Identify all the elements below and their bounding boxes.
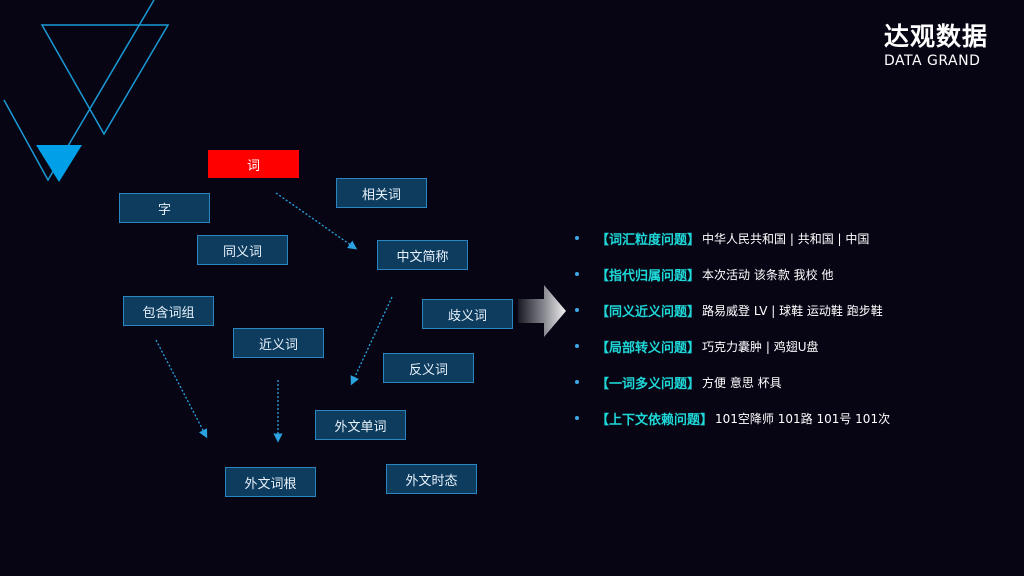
- list-item: 【同义近义问题】 路易威登 LV | 球鞋 运动鞋 跑步鞋: [566, 292, 890, 328]
- node-foreign-tense: 外文时态: [386, 464, 477, 494]
- node-near-synonyms: 近义词: [233, 328, 324, 358]
- node-chinese-abbreviation: 中文简称: [377, 240, 468, 270]
- node-ambiguous-words: 歧义词: [422, 299, 513, 329]
- brand-logo-en: DATA GRAND: [884, 53, 981, 69]
- big-right-arrow: [518, 285, 566, 337]
- arrow-phrase-to-root: [155, 339, 208, 439]
- node-foreign-words: 外文单词: [315, 410, 406, 440]
- problem-title: 【词汇粒度问题】: [596, 232, 701, 248]
- list-item: 【局部转义问题】 巧克力囊肿 | 鸡翅U盘: [566, 328, 890, 364]
- problem-example: 方便 意思 杯具: [702, 375, 782, 390]
- problem-title: 【指代归属问题】: [596, 268, 701, 284]
- list-item: 【一词多义问题】 方便 意思 杯具: [566, 364, 890, 400]
- node-word: 词: [208, 150, 299, 178]
- brand-logo-cn: 达观数据: [884, 22, 989, 51]
- decorative-triangles: [3, 0, 170, 182]
- node-synonyms: 同义词: [197, 235, 288, 265]
- list-item: 【词汇粒度问题】 中华人民共和国 | 共和国 | 中国: [566, 220, 890, 256]
- problem-title: 【上下文依赖问题】: [596, 412, 714, 428]
- outline-triangle-partial: [3, 0, 155, 182]
- problem-title: 【局部转义问题】: [596, 340, 701, 356]
- problem-example: 101空降师 101路 101号 101次: [715, 411, 891, 426]
- node-related-words: 相关词: [336, 178, 427, 208]
- bullet-dot: [575, 308, 579, 312]
- bullet-dot: [575, 236, 579, 240]
- node-foreign-roots: 外文词根: [225, 467, 316, 497]
- bullet-dot: [575, 272, 579, 276]
- problem-title: 【同义近义问题】: [596, 304, 701, 320]
- problem-example: 本次活动 该条款 我校 他: [702, 267, 834, 282]
- bullet-dot: [575, 380, 579, 384]
- bullet-dot: [575, 344, 579, 348]
- problem-example: 路易威登 LV | 球鞋 运动鞋 跑步鞋: [702, 303, 883, 318]
- node-antonyms: 反义词: [383, 353, 474, 383]
- arrow-word-to-abbreviation: [275, 192, 358, 250]
- node-phrase-containing: 包含词组: [123, 296, 214, 326]
- node-char: 字: [119, 193, 210, 223]
- list-item: 【上下文依赖问题】 101空降师 101路 101号 101次: [566, 400, 890, 436]
- filled-triangle: [36, 145, 82, 182]
- bullet-dot: [575, 416, 579, 420]
- problem-example: 巧克力囊肿 | 鸡翅U盘: [702, 339, 819, 354]
- problem-title: 【一词多义问题】: [596, 376, 701, 392]
- problem-example: 中华人民共和国 | 共和国 | 中国: [702, 231, 870, 246]
- outline-triangle-large: [40, 24, 170, 136]
- list-item: 【指代归属问题】 本次活动 该条款 我校 他: [566, 256, 890, 292]
- problem-list: 【词汇粒度问题】 中华人民共和国 | 共和国 | 中国 【指代归属问题】 本次活…: [566, 220, 890, 436]
